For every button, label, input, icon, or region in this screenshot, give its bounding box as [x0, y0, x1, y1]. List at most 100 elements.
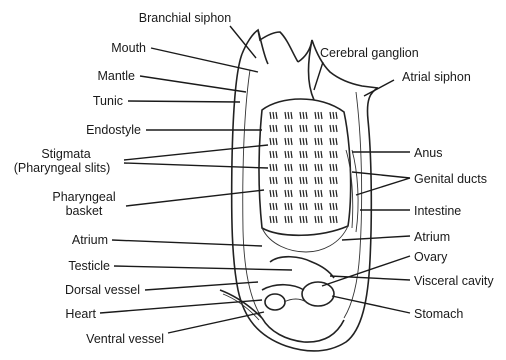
pharyngeal-slit-mark: [330, 138, 331, 145]
pharyngeal-slit-mark: [318, 125, 319, 132]
label-mantle: Mantle: [97, 69, 135, 83]
pharyngeal-slit-mark: [321, 177, 322, 184]
pharyngeal-slit-mark: [306, 177, 307, 184]
labels: Branchial siphon Mouth Cerebral ganglion…: [14, 11, 495, 346]
pharyngeal-slit-mark: [333, 177, 334, 184]
pharyngeal-slit-mark: [321, 151, 322, 158]
pharyngeal-slit-mark: [303, 151, 304, 158]
leader-lines: [100, 26, 410, 333]
pharyngeal-slit-mark: [285, 203, 286, 210]
pharyngeal-slit-mark: [285, 138, 286, 145]
pharyngeal-slit-mark: [333, 112, 334, 119]
pharyngeal-slit-mark: [330, 203, 331, 210]
leader-pharyngeal-basket: [126, 190, 264, 206]
pharyngeal-slit-mark: [306, 216, 307, 223]
pharyngeal-slit-mark: [333, 138, 334, 145]
pharyngeal-slit-mark: [333, 151, 334, 158]
pharyngeal-slit-mark: [303, 138, 304, 145]
pharyngeal-slit-mark: [303, 112, 304, 119]
label-testicle: Testicle: [68, 259, 110, 273]
pharyngeal-slit-mark: [276, 216, 277, 223]
pharyngeal-slit-mark: [330, 112, 331, 119]
pharyngeal-slit-mark: [270, 151, 271, 158]
pharyngeal-slit-mark: [288, 177, 289, 184]
leader-mantle: [140, 76, 246, 92]
pharyngeal-slit-mark: [273, 151, 274, 158]
pharyngeal-slit-mark: [288, 151, 289, 158]
pharyngeal-slit-mark: [315, 138, 316, 145]
pharyngeal-slit-mark: [315, 151, 316, 158]
leader-tunic: [128, 101, 240, 102]
pharyngeal-slit-mark: [321, 190, 322, 197]
pharyngeal-slit-mark: [276, 138, 277, 145]
pharyngeal-slit-mark: [336, 216, 337, 223]
pharyngeal-slit-mark: [318, 216, 319, 223]
pharyngeal-slit-mark: [336, 151, 337, 158]
leader-genital-ducts-a: [352, 172, 410, 178]
label-stomach: Stomach: [414, 307, 463, 321]
leader-dorsal-vessel: [145, 282, 258, 290]
label-pharyngeal-line2: basket: [66, 204, 103, 218]
pharyngeal-slit-mark: [306, 112, 307, 119]
pharyngeal-slit-mark: [318, 177, 319, 184]
pharyngeal-slit-mark: [315, 216, 316, 223]
pharyngeal-slit-mark: [315, 203, 316, 210]
pharyngeal-slit-mark: [291, 203, 292, 210]
pharyngeal-slit-mark: [315, 190, 316, 197]
pharyngeal-slit-mark: [321, 164, 322, 171]
pharyngeal-slit-mark: [306, 138, 307, 145]
pharyngeal-slit-mark: [273, 164, 274, 171]
pharyngeal-slit-mark: [300, 151, 301, 158]
pharyngeal-slit-mark: [270, 112, 271, 119]
pharyngeal-slit-mark: [336, 164, 337, 171]
pharyngeal-slit-mark: [288, 203, 289, 210]
pharyngeal-slit-mark: [270, 203, 271, 210]
pharyngeal-slit-mark: [321, 203, 322, 210]
pharyngeal-slit-mark: [303, 125, 304, 132]
pharyngeal-slit-mark: [276, 112, 277, 119]
pharyngeal-slit-mark: [321, 138, 322, 145]
body-outline: [232, 30, 378, 351]
leader-atrial-siphon: [364, 80, 394, 96]
pharyngeal-slit-mark: [318, 164, 319, 171]
pharyngeal-slit-mark: [315, 125, 316, 132]
pharyngeal-slit-mark: [315, 112, 316, 119]
pharyngeal-slit-mark: [336, 138, 337, 145]
leader-stigmata-a: [124, 145, 268, 160]
pharyngeal-slit-mark: [306, 190, 307, 197]
pharyngeal-slit-mark: [270, 138, 271, 145]
pharyngeal-slit-mark: [321, 112, 322, 119]
pharyngeal-slit-mark: [300, 177, 301, 184]
label-cerebral-ganglion: Cerebral ganglion: [320, 46, 419, 60]
pharyngeal-slit-mark: [276, 125, 277, 132]
pharyngeal-slit-mark: [333, 125, 334, 132]
pharyngeal-slit-mark: [276, 151, 277, 158]
pharyngeal-slit-mark: [291, 216, 292, 223]
pharyngeal-slit-mark: [291, 112, 292, 119]
label-stigmata-line2: (Pharyngeal slits): [14, 161, 111, 175]
leader-atrium-right: [342, 236, 410, 240]
pharyngeal-slit-mark: [273, 138, 274, 145]
pharyngeal-slit-mark: [318, 138, 319, 145]
leader-ventral-vessel: [168, 312, 264, 333]
pharyngeal-slit-mark: [300, 190, 301, 197]
pharyngeal-slit-mark: [291, 151, 292, 158]
pharyngeal-slit-mark: [285, 151, 286, 158]
leader-ovary: [322, 256, 410, 286]
pharyngeal-slit-mark: [336, 203, 337, 210]
leader-genital-ducts-b: [356, 178, 410, 195]
pharyngeal-slit-mark: [270, 216, 271, 223]
pharyngeal-slit-mark: [318, 203, 319, 210]
pharyngeal-slit-mark: [303, 190, 304, 197]
pharyngeal-slit-mark: [333, 190, 334, 197]
pharyngeal-slit-mark: [303, 177, 304, 184]
pharyngeal-slit-mark: [273, 216, 274, 223]
pharyngeal-slit-mark: [330, 216, 331, 223]
pharyngeal-slit-mark: [300, 112, 301, 119]
pharyngeal-slit-mark: [303, 203, 304, 210]
pharyngeal-slit-mark: [288, 164, 289, 171]
pharyngeal-slit-mark: [333, 203, 334, 210]
pharyngeal-slit-mark: [300, 125, 301, 132]
leader-atrium-left: [112, 240, 262, 246]
